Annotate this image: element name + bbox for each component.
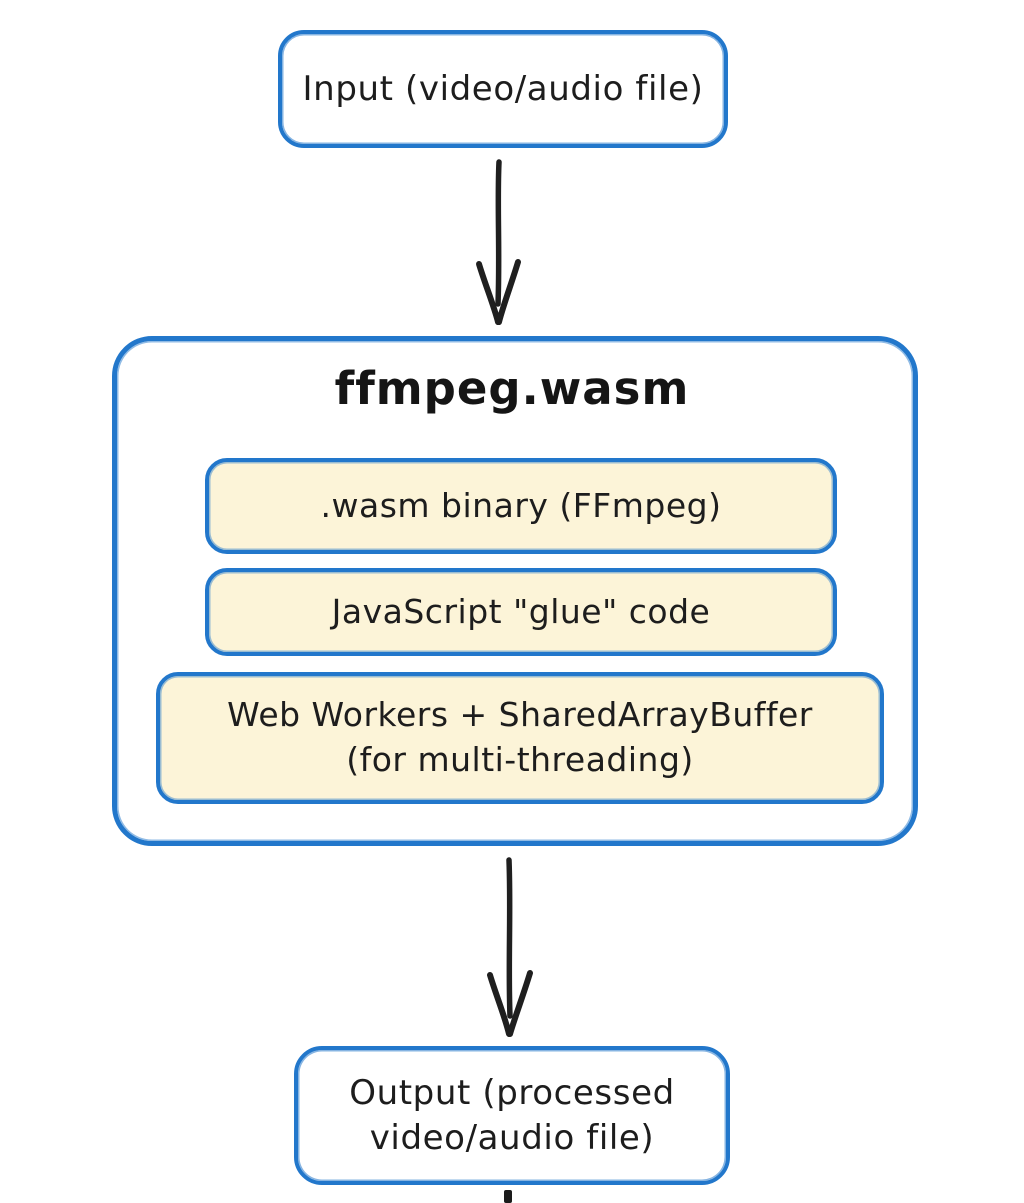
arrow-down-icon: [487, 857, 533, 1037]
input-node: Input (video/audio file): [278, 30, 728, 148]
js-glue-code-item: JavaScript "glue" code: [205, 568, 837, 656]
wasm-binary-item: .wasm binary (FFmpeg): [205, 458, 837, 554]
web-workers-item-line1: Web Workers + SharedArrayBuffer: [227, 695, 813, 735]
output-node-line2: video/audio file): [369, 1117, 655, 1158]
ffmpeg-wasm-title: ffmpeg.wasm: [334, 362, 690, 415]
web-workers-item: Web Workers + SharedArrayBuffer (for mul…: [156, 672, 884, 804]
wasm-binary-item-label: .wasm binary (FFmpeg): [320, 485, 722, 525]
output-node-line1: Output (processed: [349, 1072, 675, 1113]
input-node-label: Input (video/audio file): [302, 68, 704, 109]
web-workers-item-line2: (for multi-threading): [346, 740, 694, 779]
arrow-down-icon: [476, 159, 521, 325]
js-glue-code-item-label: JavaScript "glue" code: [331, 591, 711, 631]
cutoff-arrow-stub: [504, 1190, 512, 1203]
output-node: Output (processed video/audio file): [294, 1046, 730, 1185]
